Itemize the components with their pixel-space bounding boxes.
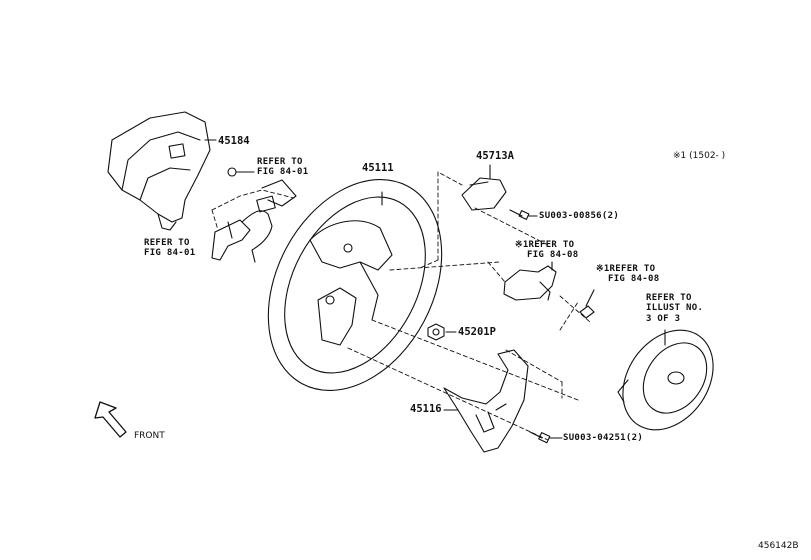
column-cover-45184 [107,111,217,231]
part-45184: 45184 [218,135,250,147]
note-refer-to-middle: ※1REFER TO FIG 84-08 [515,240,579,261]
switch-fig-84-08 [503,261,557,301]
part-screw-upper: SU003-00856(2) [539,211,620,221]
clip [579,289,595,319]
part-45116: 45116 [410,403,442,415]
airbag-pad [617,329,714,431]
switch-45713a [461,164,507,211]
note-refer-to-illust: REFER TO ILLUST NO. 3 OF 3 [646,293,704,324]
nut-45201p [427,323,457,341]
part-45111: 45111 [362,162,394,174]
paddle-switch [211,167,297,263]
steering-wheel-45111 [267,178,443,392]
footnote: ※1 (1502- ) [673,151,726,161]
front-label: FRONT [134,431,165,441]
note-refer-to-left: REFER TO FIG 84-01 [144,238,196,259]
leader-lines [211,171,591,441]
drawing-number: 456142B [758,541,799,551]
front-arrow-icon [94,401,127,438]
note-refer-to-upper: REFER TO FIG 84-01 [257,157,309,178]
part-screw-lower: SU003-04251(2) [563,433,644,443]
part-45201p: 45201P [458,326,496,338]
lower-cover-45116 [443,349,529,453]
part-45713a: 45713A [476,150,514,162]
screw-lower [529,431,563,444]
note-refer-to-right: ※1REFER TO FIG 84-08 [596,264,660,285]
screw-upper [509,209,538,220]
